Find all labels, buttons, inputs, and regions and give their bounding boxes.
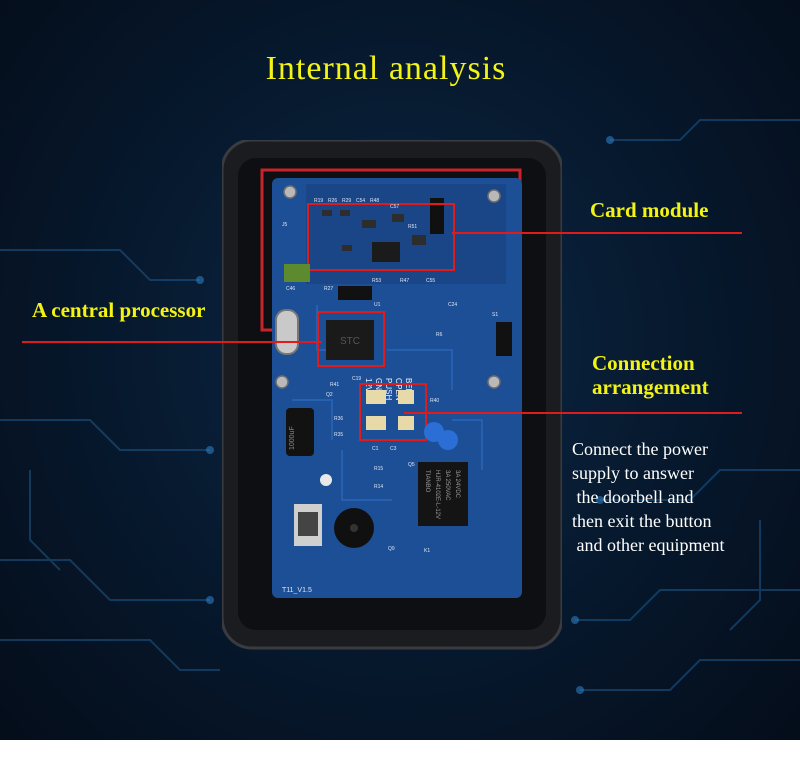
description-line: supply to answer bbox=[572, 463, 694, 483]
silk-label: R48 bbox=[370, 198, 379, 204]
cpu-highlight bbox=[317, 311, 385, 367]
blue-varistor bbox=[438, 430, 458, 450]
silk-label: Q9 bbox=[388, 546, 395, 552]
relay bbox=[418, 462, 468, 526]
card-module-leader-line bbox=[452, 232, 742, 234]
silk-label: R27 bbox=[324, 286, 333, 292]
terminal-label: OPEN bbox=[394, 378, 403, 401]
silk-label: R6 bbox=[436, 332, 443, 338]
silk-label: R14 bbox=[374, 484, 383, 490]
silk-label: R15 bbox=[374, 466, 383, 472]
relay-model: HJR-4102E-L-12V bbox=[434, 470, 440, 519]
silk-label: C55 bbox=[426, 278, 435, 284]
silk-label: R19 bbox=[314, 198, 323, 204]
pcb-board-top bbox=[306, 184, 506, 284]
terminal-label: BELL bbox=[404, 378, 413, 398]
central-processor-label: A central processor bbox=[32, 298, 206, 322]
terminal-label: GND bbox=[374, 378, 383, 396]
card-module-highlight bbox=[307, 203, 455, 271]
cpu-chip bbox=[326, 320, 374, 360]
silk-label: C19 bbox=[352, 376, 361, 382]
silk-label: R29 bbox=[342, 198, 351, 204]
mount-hole bbox=[487, 189, 501, 203]
description-line: Connect the power bbox=[572, 439, 708, 459]
silk-label: Q2 bbox=[326, 392, 333, 398]
page-title: Internal analysis bbox=[265, 50, 507, 87]
silk-label: S1 bbox=[492, 312, 498, 318]
relay-brand: TIANBO bbox=[424, 470, 430, 493]
circuit-background bbox=[0, 119, 800, 694]
relay-rating: 3A 250VAC bbox=[444, 470, 450, 501]
silk-label: R51 bbox=[408, 224, 417, 230]
cpu-chip-text: STC bbox=[340, 336, 360, 347]
silk-label: C46 bbox=[286, 286, 295, 292]
silk-label: C3 bbox=[390, 446, 397, 452]
silk-label: K1 bbox=[424, 548, 430, 554]
bottom-white-strip bbox=[0, 740, 800, 771]
access-controller-device: STC 12V GND PUSH OPEN BELL 1000uF TIANBO… bbox=[222, 140, 562, 650]
description-line: and other equipment bbox=[572, 535, 725, 555]
silk-label: Q5 bbox=[408, 462, 415, 468]
connection-leader-line bbox=[404, 412, 742, 414]
silk-label: R41 bbox=[330, 382, 339, 388]
description-line: then exit the button bbox=[572, 511, 712, 531]
board-version: T11_V1.5 bbox=[282, 587, 312, 594]
silk-label: C1 bbox=[372, 446, 379, 452]
capacitor-text: 1000uF bbox=[289, 426, 296, 450]
electrolytic-capacitor bbox=[286, 408, 314, 456]
led bbox=[320, 474, 332, 486]
card-module-label: Card module bbox=[590, 198, 709, 222]
card-chip bbox=[372, 242, 400, 262]
crystal bbox=[275, 309, 299, 355]
silk-label: R36 bbox=[334, 416, 343, 422]
terminal-label: PUSH bbox=[384, 378, 393, 400]
silk-label: R53 bbox=[372, 278, 381, 284]
silk-label: R35 bbox=[334, 432, 343, 438]
silk-label: C24 bbox=[448, 302, 457, 308]
silk-label: U1 bbox=[374, 302, 381, 308]
silk-label: R47 bbox=[400, 278, 409, 284]
mount-hole bbox=[487, 375, 501, 389]
jumper-header bbox=[496, 322, 512, 356]
mount-hole bbox=[283, 185, 297, 199]
silk-label: R40 bbox=[430, 398, 439, 404]
central-processor-leader-line bbox=[22, 341, 322, 343]
silk-label: C57 bbox=[390, 204, 399, 210]
connection-description: Connect the power supply to answer the d… bbox=[572, 437, 724, 557]
terminal-label: 12V bbox=[364, 378, 373, 393]
relay-rating-dc: 3A 24VDC bbox=[454, 470, 460, 499]
connection-label-line: arrangement bbox=[592, 375, 709, 399]
silk-label: C54 bbox=[356, 198, 365, 204]
description-line: the doorbell and bbox=[572, 487, 694, 507]
mount-hole bbox=[275, 375, 289, 389]
silk-label: R26 bbox=[328, 198, 337, 204]
green-capacitor bbox=[284, 264, 310, 282]
connection-arrangement-label: Connection arrangement bbox=[592, 351, 709, 399]
silk-label: J5 bbox=[282, 222, 288, 228]
connection-label-line: Connection bbox=[592, 351, 695, 375]
